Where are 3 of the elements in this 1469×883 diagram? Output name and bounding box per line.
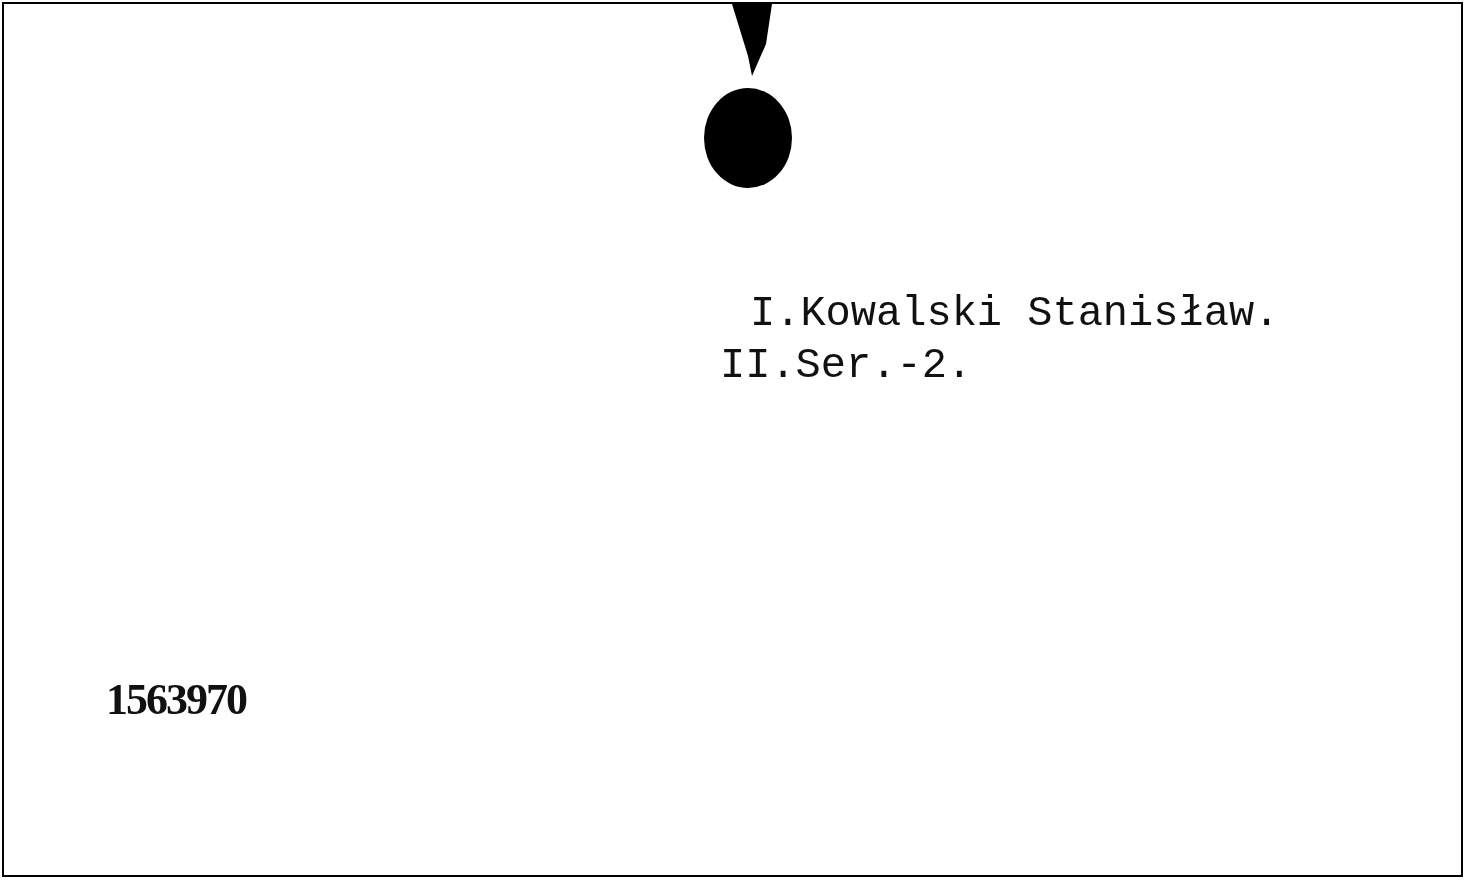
card-number: 1563970 — [106, 674, 246, 725]
card-text: II.Ser.-2. — [720, 342, 973, 390]
card-text: I.Kowalski Stanisław. — [750, 290, 1280, 338]
